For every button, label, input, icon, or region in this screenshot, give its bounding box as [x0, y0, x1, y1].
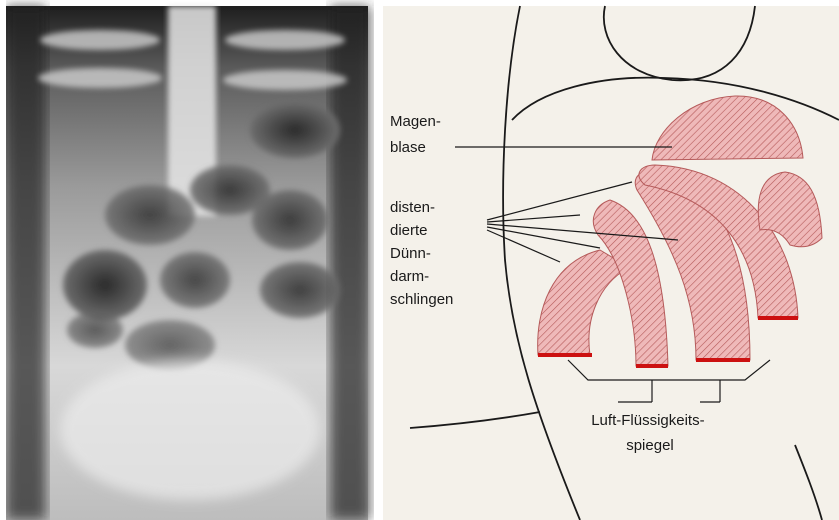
schematic-diagram: Magen- blase disten- dierte Dünn- darm- … — [378, 0, 839, 520]
xray-image — [0, 0, 378, 520]
